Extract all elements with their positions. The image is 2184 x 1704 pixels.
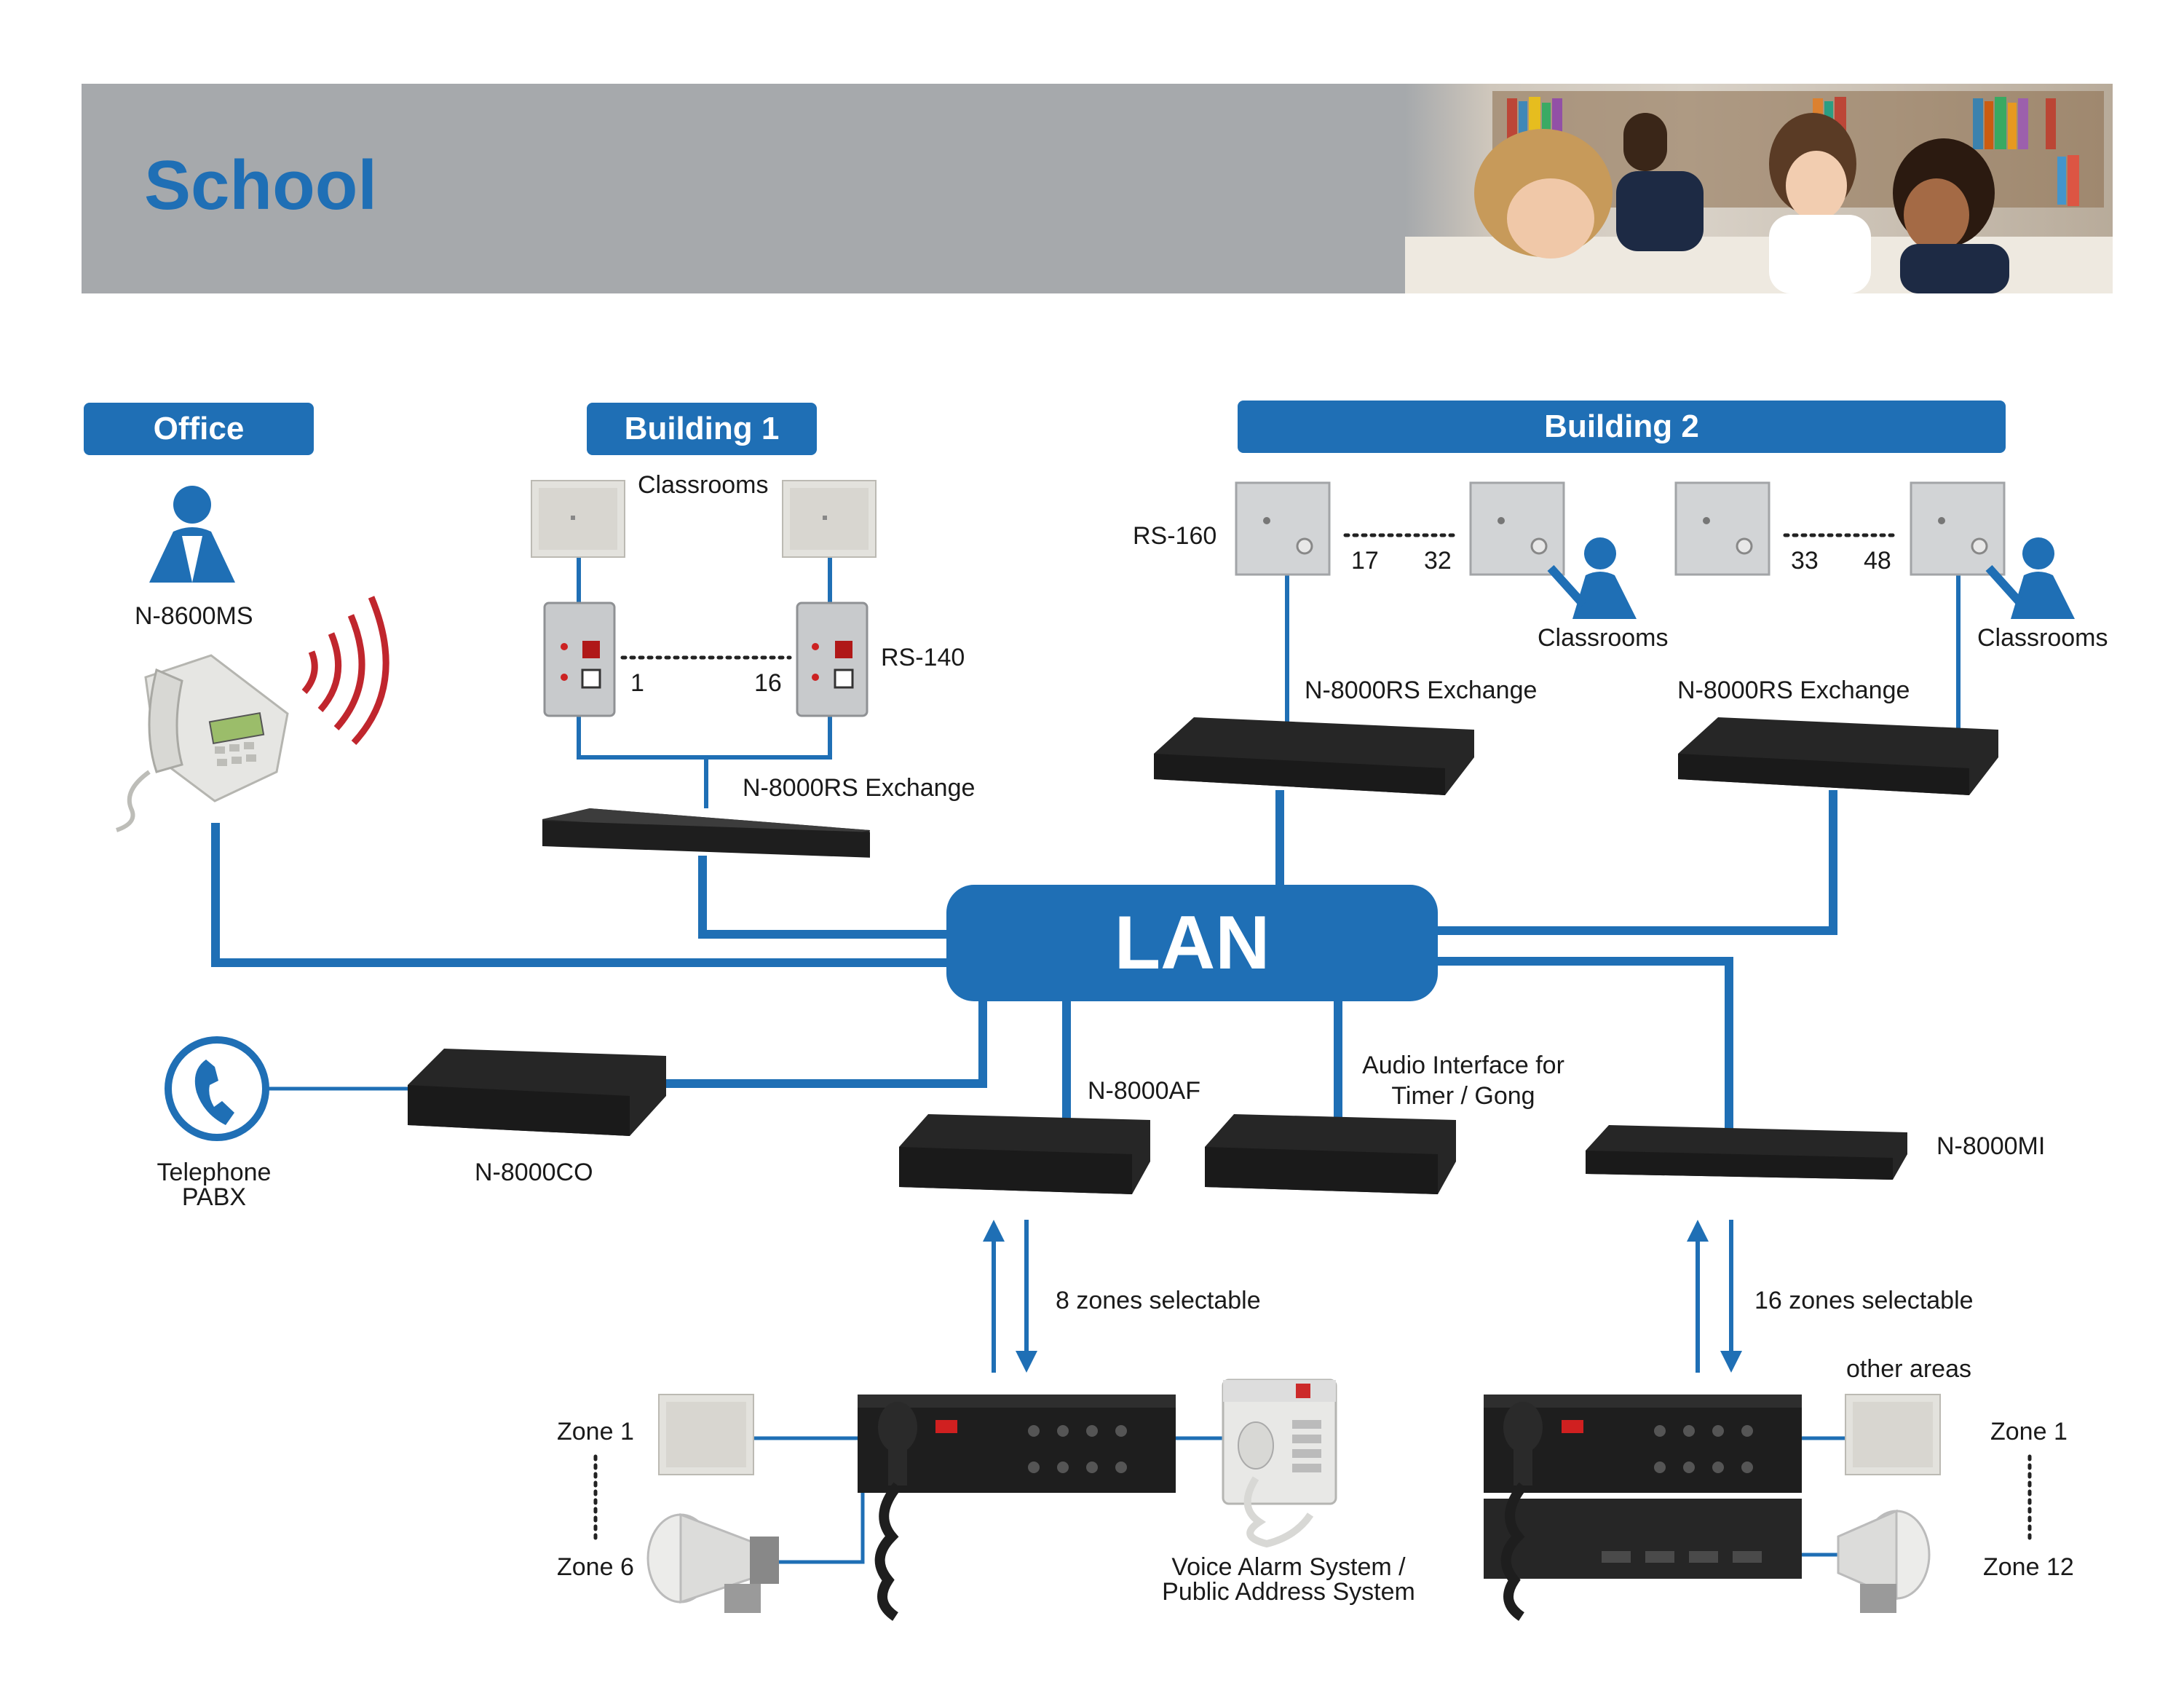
right-zone1-speaker — [1845, 1394, 1941, 1475]
n8000af-label: N-8000AF — [1088, 1077, 1200, 1105]
rs140-label: RS-140 — [881, 644, 965, 671]
dotted-ranges — [593, 533, 2032, 1546]
phone-station-icon — [115, 654, 289, 832]
zones16-label: 16 zones selectable — [1754, 1287, 1974, 1314]
rs140-panel-right — [796, 601, 869, 717]
right-zone1-label: Zone 1 — [1990, 1418, 2068, 1445]
vas-microphone-console — [1222, 1378, 1337, 1548]
rs160-number-48: 48 — [1864, 547, 1891, 575]
rs140-panel-left — [543, 601, 616, 717]
left-zone1-label: Zone 1 — [557, 1418, 634, 1445]
building2-section-header: Building 2 — [1238, 401, 2006, 453]
left-zone6-label: Zone 6 — [557, 1553, 634, 1581]
other-areas-label: other areas — [1846, 1355, 1971, 1383]
right-zone12-label: Zone 12 — [1983, 1553, 2074, 1581]
rs140-loop-line — [577, 553, 832, 760]
audio-interface-unit — [1205, 1114, 1456, 1194]
n8000co-unit — [408, 1049, 666, 1136]
right-handheld-mic — [1500, 1402, 1543, 1621]
classroom-person-icon-a — [1547, 537, 1637, 619]
n8000co-label: N-8000CO — [475, 1159, 593, 1186]
vas-label-line2: Public Address System — [1162, 1578, 1415, 1606]
classroom-photo-illustration — [1405, 91, 2113, 293]
building1-exchange-to-lan-line — [698, 856, 954, 939]
zones8-label: 8 zones selectable — [1056, 1287, 1261, 1314]
n8000mi-label: N-8000MI — [1936, 1132, 2046, 1160]
rs160-panel-3 — [1674, 481, 1770, 576]
audio-interface-label-line2: Timer / Gong — [1391, 1082, 1535, 1110]
rs160-label: RS-160 — [1133, 522, 1217, 550]
office-to-lan-line — [211, 823, 954, 967]
header-photo — [1405, 84, 2113, 293]
lan-to-n8000co-line — [662, 998, 987, 1088]
rs160-panel-1 — [1235, 481, 1331, 576]
right-zone12-horn-speaker — [1837, 1509, 1931, 1613]
left-zone1-speaker — [658, 1394, 754, 1475]
b2-exchange-label-b: N-8000RS Exchange — [1677, 677, 1910, 704]
b1-speaker-right — [782, 480, 877, 558]
classroom-person-icon-b — [1985, 537, 2075, 619]
left-handheld-mic — [874, 1402, 917, 1621]
b2-exchange-label-a: N-8000RS Exchange — [1305, 677, 1538, 704]
rs140-end-number: 16 — [754, 669, 782, 697]
building1-section-header: Building 1 — [587, 403, 817, 455]
audio-interface-label-line1: Audio Interface for — [1362, 1052, 1564, 1079]
b2-classrooms-label-b: Classrooms — [1977, 624, 2108, 652]
signal-waves-icon — [301, 596, 389, 746]
b2-exchange-unit-b — [1678, 717, 1998, 795]
rs160-panel-4 — [1910, 481, 2006, 576]
n8600ms-label: N-8600MS — [135, 602, 253, 630]
b1-classrooms-label: Classrooms — [638, 471, 769, 499]
lan-to-n8000mi-line — [1431, 957, 1733, 1140]
rs160-number-32: 32 — [1424, 547, 1452, 575]
telephone-pabx-icon — [165, 1036, 269, 1141]
pabx-label: PABX — [181, 1183, 247, 1211]
n8000mi-unit — [1586, 1125, 1907, 1180]
b2-exchange-unit-a — [1154, 717, 1474, 795]
person-icon — [149, 486, 235, 583]
zone6-horn-line — [779, 1493, 865, 1564]
b1-exchange-unit — [542, 808, 870, 858]
rs160-panel-2 — [1469, 481, 1565, 576]
vas-label-line1: Voice Alarm System / — [1171, 1553, 1406, 1581]
zone-arrows — [983, 1220, 1742, 1373]
telephone-label: Telephone — [157, 1159, 272, 1186]
rs140-start-number: 1 — [630, 669, 644, 697]
b2-exchange-b-to-lan-line — [1431, 790, 1837, 935]
rs160-number-17: 17 — [1351, 547, 1379, 575]
b1-speaker-left — [531, 480, 625, 558]
n8000af-unit — [899, 1114, 1150, 1194]
lan-label: LAN — [1114, 900, 1270, 985]
lan-box — [946, 885, 1438, 1001]
rs160-number-33: 33 — [1791, 547, 1819, 575]
b2-classrooms-label-a: Classrooms — [1538, 624, 1669, 652]
office-section-header: Office — [84, 403, 314, 455]
page-title: School — [144, 146, 378, 224]
b1-exchange-label: N-8000RS Exchange — [743, 774, 976, 802]
left-zone6-horn-speaker — [646, 1512, 779, 1613]
